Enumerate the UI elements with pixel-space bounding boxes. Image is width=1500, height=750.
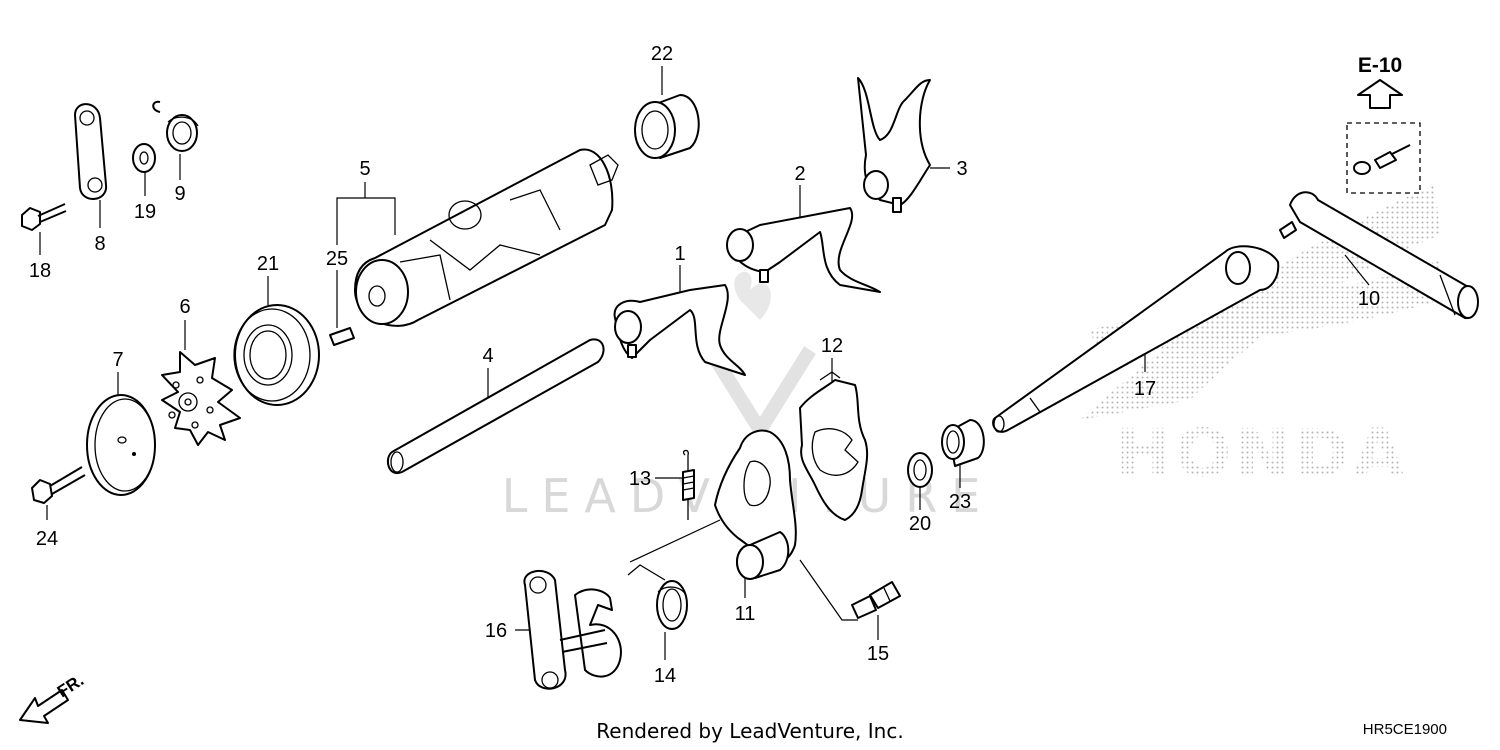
part-label-5[interactable]: 5 <box>359 158 370 180</box>
part-label-16[interactable]: 16 <box>485 620 507 642</box>
part-label-4[interactable]: 4 <box>482 345 493 367</box>
part-label-22[interactable]: 22 <box>651 43 673 65</box>
bolt-18 <box>21 203 67 231</box>
bearing-21 <box>233 304 320 406</box>
honda-logo-text: HONDA <box>1116 415 1408 492</box>
bolt-24 <box>31 466 86 504</box>
pin-25 <box>329 327 355 346</box>
spring-9 <box>152 100 199 152</box>
plate-7 <box>86 394 156 496</box>
shift-drum-5 <box>354 148 619 327</box>
spring-13 <box>682 449 695 520</box>
shift-spindle-17 <box>992 245 1280 433</box>
gearshift-plate-11 <box>714 429 797 580</box>
part-label-17[interactable]: 17 <box>1134 378 1156 400</box>
part-label-9[interactable]: 9 <box>174 183 185 205</box>
part-label-18[interactable]: 18 <box>29 260 51 282</box>
part-label-1[interactable]: 1 <box>674 243 685 265</box>
washer-19 <box>132 143 156 173</box>
part-label-24[interactable]: 24 <box>36 528 58 550</box>
part-label-15[interactable]: 15 <box>867 643 889 665</box>
part-label-19[interactable]: 19 <box>134 201 156 223</box>
part-label-12[interactable]: 12 <box>821 335 843 357</box>
stopper-plate-12 <box>799 371 869 521</box>
shaft-4 <box>386 338 605 475</box>
spring-14 <box>627 564 688 630</box>
part-label-21[interactable]: 21 <box>257 253 279 275</box>
bearing-23 <box>941 419 985 467</box>
shift-shaft-10 <box>1279 191 1479 320</box>
bearing-22 <box>634 94 700 159</box>
part-label-3[interactable]: 3 <box>956 158 967 180</box>
reference-label: E-10 <box>1358 54 1402 77</box>
part-label-13[interactable]: 13 <box>629 468 651 490</box>
part-label-11[interactable]: 11 <box>735 603 756 625</box>
part-label-20[interactable]: 20 <box>909 513 931 535</box>
washer-20 <box>907 452 933 488</box>
part-label-14[interactable]: 14 <box>654 665 676 687</box>
part-label-2[interactable]: 2 <box>794 163 805 185</box>
footer-credit: Rendered by LeadVenture, Inc. <box>596 719 903 743</box>
shift-fork-1 <box>613 284 746 376</box>
leader-lines <box>39 66 1370 660</box>
part-label-6[interactable]: 6 <box>179 296 190 318</box>
shift-arm-16 <box>523 570 622 690</box>
part-label-25[interactable]: 25 <box>326 248 348 270</box>
part-labels: 1 2 3 4 5 6 7 8 9 10 11 12 13 14 15 16 1… <box>29 43 1380 687</box>
front-direction-arrow: FR. <box>19 671 87 724</box>
part-label-10[interactable]: 10 <box>1358 288 1380 310</box>
shift-arm-8 <box>74 103 108 200</box>
part-label-23[interactable]: 23 <box>949 491 971 513</box>
diagram-code: HR5CE1900 <box>1363 721 1447 738</box>
shift-fork-2 <box>726 207 881 293</box>
pin-bolt-15 <box>851 581 901 619</box>
part-label-7[interactable]: 7 <box>112 349 123 371</box>
shift-fork-3 <box>857 77 931 213</box>
part-label-8[interactable]: 8 <box>94 233 105 255</box>
star-plate-6 <box>161 351 241 446</box>
reference-e10: E-10 <box>1346 54 1421 194</box>
